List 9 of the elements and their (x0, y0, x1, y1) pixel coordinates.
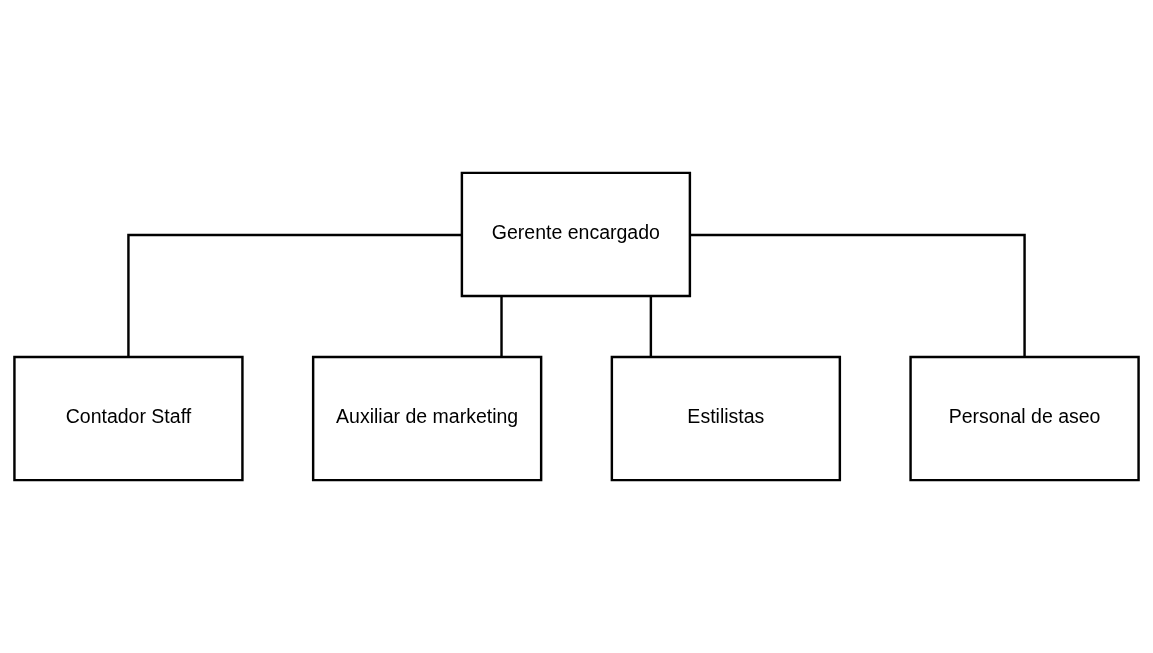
node-box: Estilistas (610, 355, 842, 482)
connector (500, 296, 503, 357)
node-box: Contador Staff (13, 355, 244, 482)
node-box: Auxiliar de marketing (311, 355, 543, 482)
connector (649, 296, 653, 357)
node-box: Personal de aseo (909, 355, 1140, 482)
connector (127, 233, 462, 357)
node-box: Gerente encargado (460, 171, 692, 298)
connector (690, 233, 1026, 357)
